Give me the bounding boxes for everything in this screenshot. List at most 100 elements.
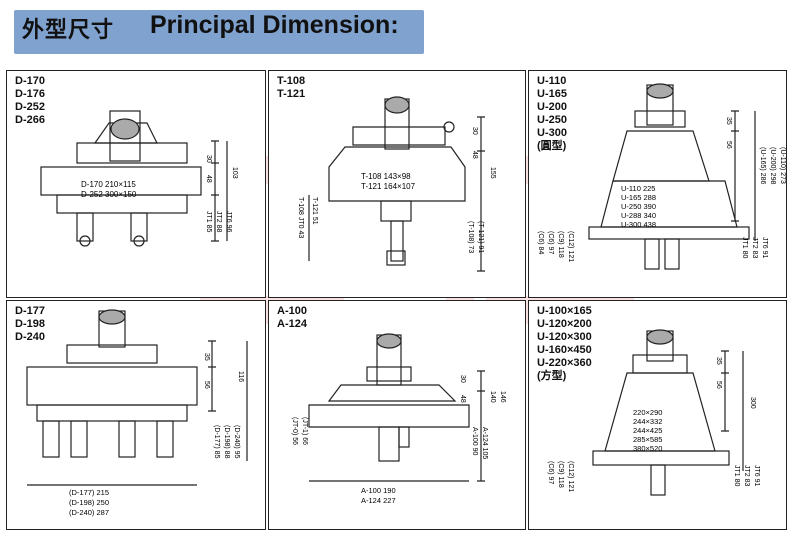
dim-text: U-165 288 xyxy=(621,193,656,202)
model-name: U-165 xyxy=(537,88,567,100)
panel-u100-square: U-100×165 U-120×200 U-120×300 U-160×450 … xyxy=(528,300,787,530)
panel-t108: T-108 T-121 T-108 143×98 T-121 164×107 3… xyxy=(268,70,526,298)
dim-text: D-170 210×115 xyxy=(81,180,136,189)
drawing-d170: D-170 210×115 D-252 300×150 30 48 103 JT… xyxy=(40,110,238,247)
model-name: D-176 xyxy=(15,88,45,100)
dim-text: U-110 225 xyxy=(621,184,655,193)
dim-text: 300 xyxy=(749,397,756,409)
model-list: T-108 T-121 xyxy=(277,75,305,101)
dim-text: T-108 JT0 43 xyxy=(297,197,304,238)
model-name: U-120×300 xyxy=(537,331,592,343)
dim-text: (D-177) 215 xyxy=(69,488,109,497)
dim-text: (C12) 121 xyxy=(567,461,574,492)
dim-text: (C9) 118 xyxy=(557,461,564,488)
dim-text: (U-110) 273 xyxy=(779,147,786,184)
model-name: D-240 xyxy=(15,331,45,343)
dim-text: 146 xyxy=(499,391,506,403)
dim-text: (D-198) 250 xyxy=(69,498,109,507)
dim-text: 244×332 xyxy=(633,417,662,426)
dim-text: (C12) 121 xyxy=(567,231,574,262)
dim-text: (C6) 84 xyxy=(537,231,544,254)
model-name: D-177 xyxy=(15,305,45,317)
model-name: T-108 xyxy=(277,75,306,87)
drawing-a100: 30 48 140 146 (JT-0) 56 (JT-1) 66 A-100 … xyxy=(291,333,506,505)
dim-text: 30 xyxy=(471,127,478,135)
drawing-d177: 35 56 116 (D-177) 85 (D-198) 88 (D-240) … xyxy=(26,309,248,517)
dim-text: U-300 438 xyxy=(621,220,656,229)
model-name: U-300 xyxy=(537,127,567,139)
dim-text: U-250 390 xyxy=(621,202,656,211)
dim-text: 220×290 xyxy=(633,408,662,417)
model-name: A-100 xyxy=(277,305,307,317)
dim-text: JT6 91 xyxy=(761,237,768,259)
dim-text: 285×585 xyxy=(633,435,662,444)
model-name: U-100×165 xyxy=(537,305,592,317)
model-name: U-200 xyxy=(537,101,567,113)
model-name: U-220×360 xyxy=(537,357,592,369)
model-name: D-266 xyxy=(15,114,45,126)
dim-text: JT1 80 xyxy=(733,465,740,487)
model-list: U-110 U-165 U-200 U-250 U-300 (圓型) xyxy=(537,75,567,153)
dim-text: (C9) 118 xyxy=(557,231,564,258)
dim-text: T-121 164×107 xyxy=(361,182,416,191)
dim-text: T-121 51 xyxy=(311,197,318,225)
header: 外型尺寸 Principal Dimension: xyxy=(0,0,793,62)
dim-text: (U-165) 286 xyxy=(759,147,766,184)
dim-text: (C6) 97 xyxy=(547,461,554,484)
model-list: U-100×165 U-120×200 U-120×300 U-160×450 … xyxy=(537,305,592,383)
dim-text: 56 xyxy=(203,381,210,389)
dim-text: 30 xyxy=(205,155,212,163)
model-name: (圓型) xyxy=(537,140,567,152)
dim-text: 56 xyxy=(715,381,722,389)
dim-text: A-100 190 xyxy=(361,486,396,495)
dim-text: JT6 91 xyxy=(753,465,760,487)
dim-text: (T-121) 91 xyxy=(477,221,484,253)
dim-text: 35 xyxy=(725,117,732,125)
dim-text: JT6 96 xyxy=(225,211,232,233)
dim-text: JT1 85 xyxy=(205,211,212,233)
dim-text: 244×425 xyxy=(633,426,662,435)
title-chinese: 外型尺寸 xyxy=(22,18,115,43)
model-name: U-120×200 xyxy=(537,318,592,330)
model-name: U-250 xyxy=(537,114,567,126)
title-banner xyxy=(14,10,424,54)
dim-text: (T-108) 73 xyxy=(467,221,474,253)
dim-text: 140 xyxy=(489,391,496,403)
dim-text: 35 xyxy=(715,357,722,365)
drawing-t108: T-108 143×98 T-121 164×107 30 48 155 T-1… xyxy=(297,96,496,272)
model-name: U-110 xyxy=(537,75,567,87)
dim-text: 48 xyxy=(205,175,212,183)
dim-text: (D-177) 85 xyxy=(213,425,220,459)
dim-text: (D-198) 88 xyxy=(223,425,230,459)
panel-d170: D-170 D-176 D-252 D-266 D-170 210×115 D-… xyxy=(6,70,266,298)
dim-text: (U-200) 298 xyxy=(769,147,776,184)
model-list: D-170 D-176 D-252 D-266 xyxy=(15,75,45,127)
dim-text: 35 xyxy=(203,353,210,361)
title-english: Principal Dimension: xyxy=(150,11,399,39)
model-name: D-252 xyxy=(15,101,45,113)
dim-text: 380×520 xyxy=(633,444,662,453)
drawing-u110: U-110 225 U-165 288 U-250 390 U-288 340 … xyxy=(537,83,786,270)
dim-text: 155 xyxy=(489,167,496,179)
dim-text: 48 xyxy=(471,151,478,159)
model-name: T-121 xyxy=(277,88,306,100)
model-name: D-170 xyxy=(15,75,45,87)
dim-text: JT2 83 xyxy=(743,465,750,487)
dim-text: 116 xyxy=(237,371,244,382)
model-name: D-198 xyxy=(15,318,45,330)
model-name: (方型) xyxy=(537,370,567,382)
dim-text: D-252 300×150 xyxy=(81,190,137,199)
dim-text: 103 xyxy=(231,167,238,179)
dim-text: A-124 227 xyxy=(361,496,396,505)
panel-a100: A-100 A-124 30 48 140 146 (JT-0) 56 (JT-… xyxy=(268,300,526,530)
dim-text: (D-240) 287 xyxy=(69,508,109,517)
dim-text: JT1 80 xyxy=(741,237,748,259)
dim-text: (D-240) 95 xyxy=(233,425,240,459)
dim-text: JT2 83 xyxy=(751,237,758,259)
dim-text: U-288 340 xyxy=(621,211,656,220)
dim-text: A-100 90 xyxy=(471,427,478,456)
model-list: D-177 D-198 D-240 xyxy=(15,305,45,344)
panel-d177: D-177 D-198 D-240 35 56 116 (D-177) 85 (… xyxy=(6,300,266,530)
drawing-u100: 220×290 244×332 244×425 285×585 380×520 … xyxy=(547,329,760,496)
dim-text: 30 xyxy=(459,375,466,383)
